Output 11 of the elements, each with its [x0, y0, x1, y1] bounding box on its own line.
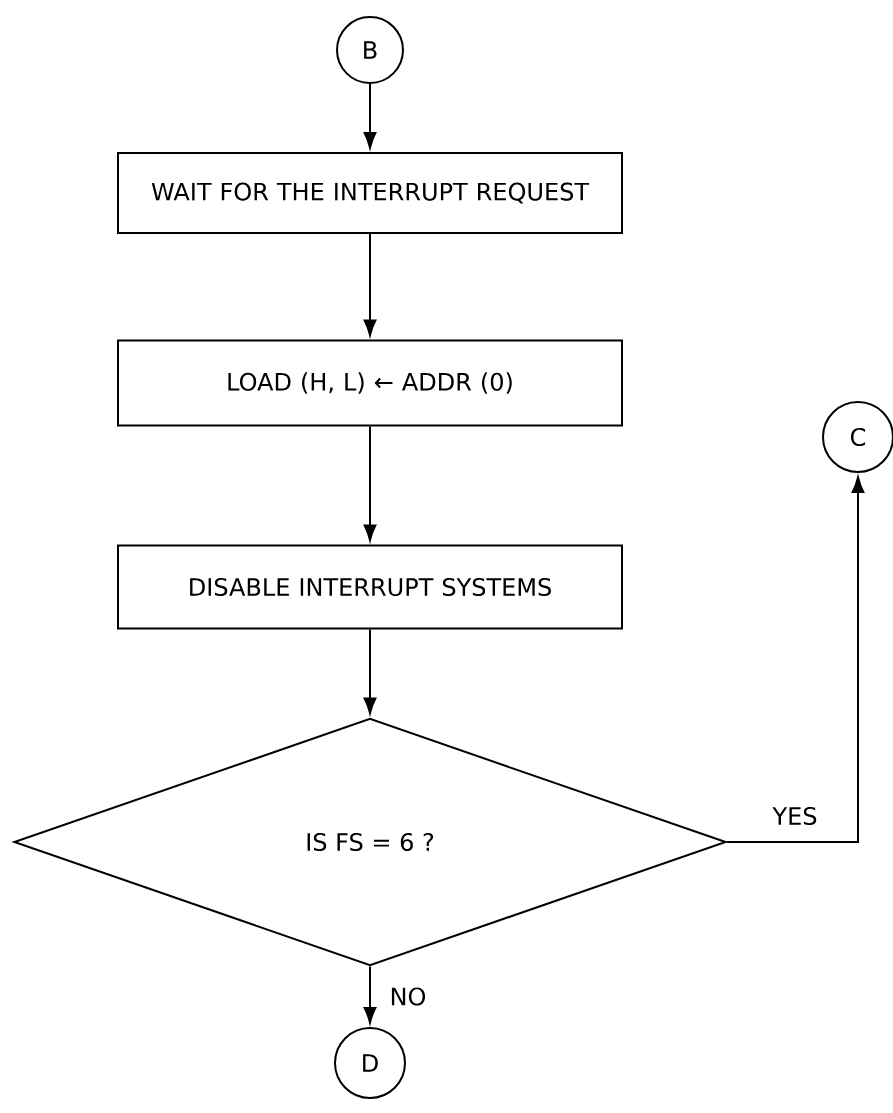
- process-box: WAIT FOR THE INTERRUPT REQUEST: [117, 152, 623, 234]
- arrow: [363, 83, 377, 149]
- edge-label: NO: [387, 985, 429, 1008]
- arrow: [726, 476, 865, 843]
- edge-label: YES: [770, 804, 820, 828]
- arrow: [363, 425, 377, 542]
- arrow: [363, 233, 377, 337]
- process-box: DISABLE INTERRUPT SYSTEMS: [117, 544, 623, 630]
- arrow: [363, 628, 377, 715]
- process-box: LOAD (H, L) ← ADDR (0): [117, 339, 623, 427]
- arrow: [363, 965, 377, 1024]
